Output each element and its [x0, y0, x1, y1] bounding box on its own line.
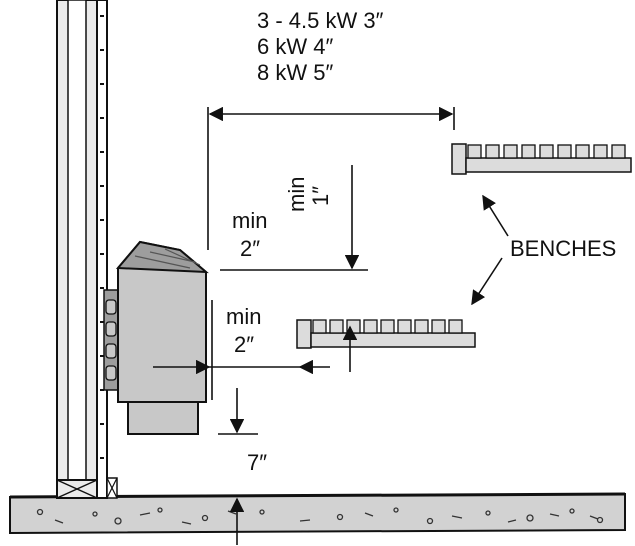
wall [56, 0, 118, 499]
floor [9, 492, 626, 535]
heater-spec-list: 3 - 4.5 kW 3″ 6 kW 4″ 8 kW 5″ [257, 8, 383, 86]
min-top-value: 1″ [308, 185, 333, 206]
upper-bench [451, 143, 632, 175]
min-side-word: min [232, 208, 268, 233]
spec-line-1: 3 - 4.5 kW 3″ [257, 8, 384, 33]
min-top-label: min 1″ [284, 160, 338, 220]
min-bench-word: min [226, 304, 262, 329]
lower-bench [296, 319, 476, 349]
benches-label: BENCHES [510, 236, 617, 261]
dimension-lines [153, 106, 509, 545]
benches-arrow-lower [471, 257, 503, 306]
spec-line-2: 6 kW 4″ [257, 34, 334, 59]
min-bench-value: 2″ [234, 332, 255, 357]
spec-line-3: 8 kW 5″ [257, 60, 334, 85]
floor-clearance-label: 7″ [247, 450, 268, 475]
min-side-value: 2″ [240, 236, 261, 261]
benches-arrow-upper [482, 194, 509, 237]
sauna-heater [103, 240, 209, 435]
min-top-word: min [284, 176, 309, 212]
